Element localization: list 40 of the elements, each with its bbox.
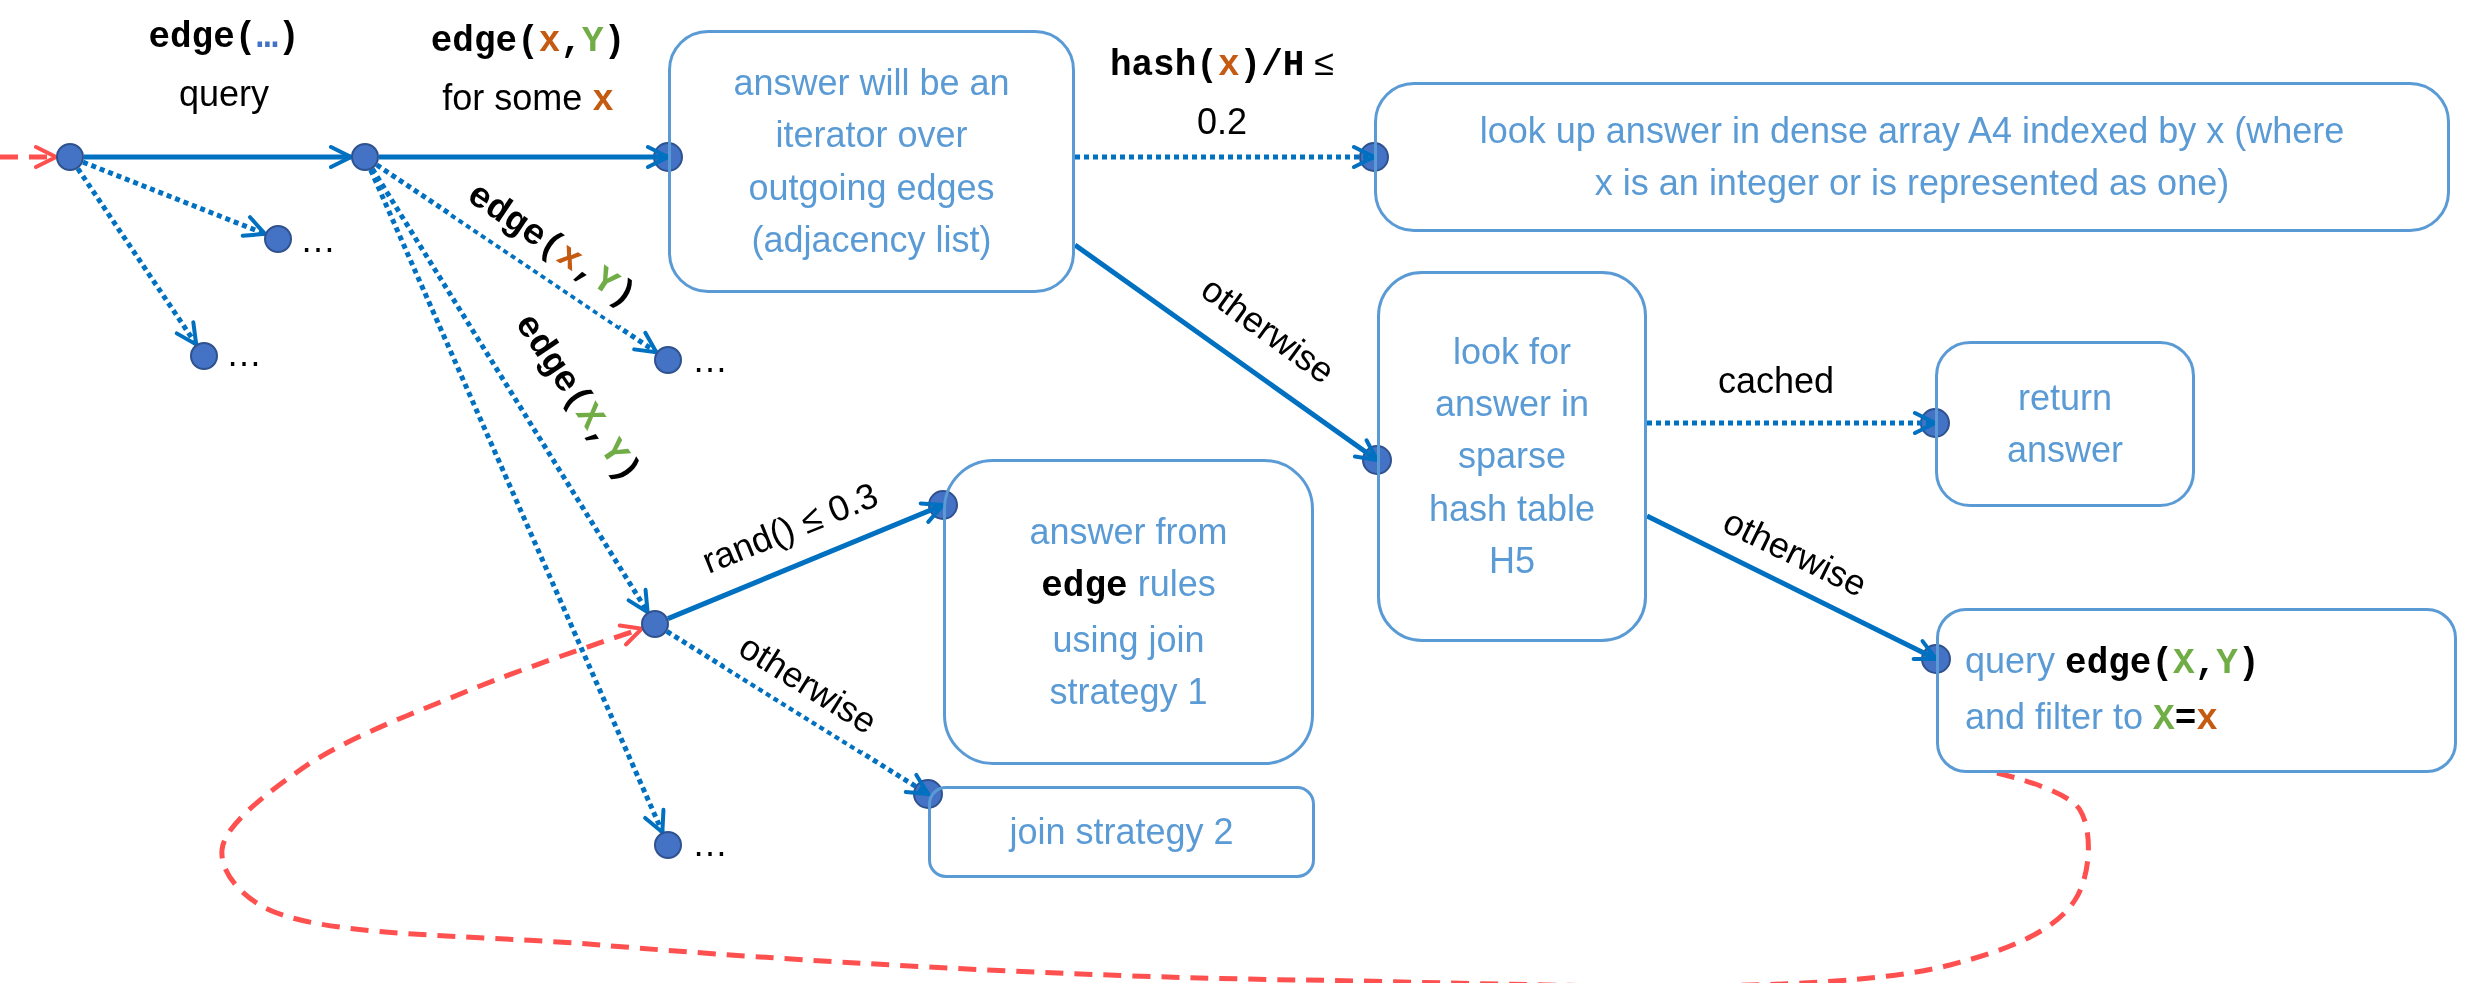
dashed-arrow <box>219 623 2091 983</box>
dashed-arrow <box>0 145 58 169</box>
arrow <box>379 145 670 169</box>
junction-dot <box>351 143 379 171</box>
box-text: query edge(X,Y) and filter to X=x <box>1965 639 2261 742</box>
junction-dot <box>190 342 218 370</box>
dashed-arrow <box>665 629 930 797</box>
arrow <box>1645 513 1938 662</box>
process-box <box>1374 82 2450 232</box>
junction-dot <box>654 346 682 374</box>
dashed-arrow <box>375 162 659 355</box>
process-box <box>668 30 1075 293</box>
box-text: join strategy 2 <box>1009 809 1234 854</box>
junction-dot <box>641 610 669 638</box>
ellipsis-text: … <box>226 332 262 375</box>
process-box <box>928 786 1315 878</box>
ellipsis-text: … <box>692 338 728 381</box>
dashed-arrow <box>1647 411 1937 435</box>
dashed-arrow <box>75 167 199 347</box>
ellipsis-text: … <box>300 218 336 261</box>
dashed-arrow <box>370 167 650 615</box>
box-text: return answer <box>2005 375 2125 472</box>
dashed-arrow <box>82 159 267 238</box>
box-text: answer from edge rules using join strategy 1 <box>1028 510 1229 714</box>
box-text: answer will be an iterator over outgoing edges (adjacency list) <box>732 61 1011 262</box>
dashed-arrow <box>1075 145 1376 169</box>
box-text: look for answer in sparse hash table H5 <box>1427 330 1597 583</box>
arrow <box>84 145 353 169</box>
ellipsis-text: … <box>692 822 728 865</box>
process-box <box>943 459 1314 765</box>
arrow <box>1073 242 1379 463</box>
junction-dot <box>654 831 682 859</box>
junction-dot <box>264 225 292 253</box>
junction-dot <box>56 143 84 171</box>
box-text: look up answer in dense array A4 indexed by x (where x is an integer or is represented as one) <box>1478 108 2346 205</box>
arrow <box>667 501 945 621</box>
dashed-arrow <box>368 168 666 835</box>
process-box <box>1936 608 2457 773</box>
process-box <box>1935 341 2195 507</box>
process-box <box>1377 271 1647 642</box>
